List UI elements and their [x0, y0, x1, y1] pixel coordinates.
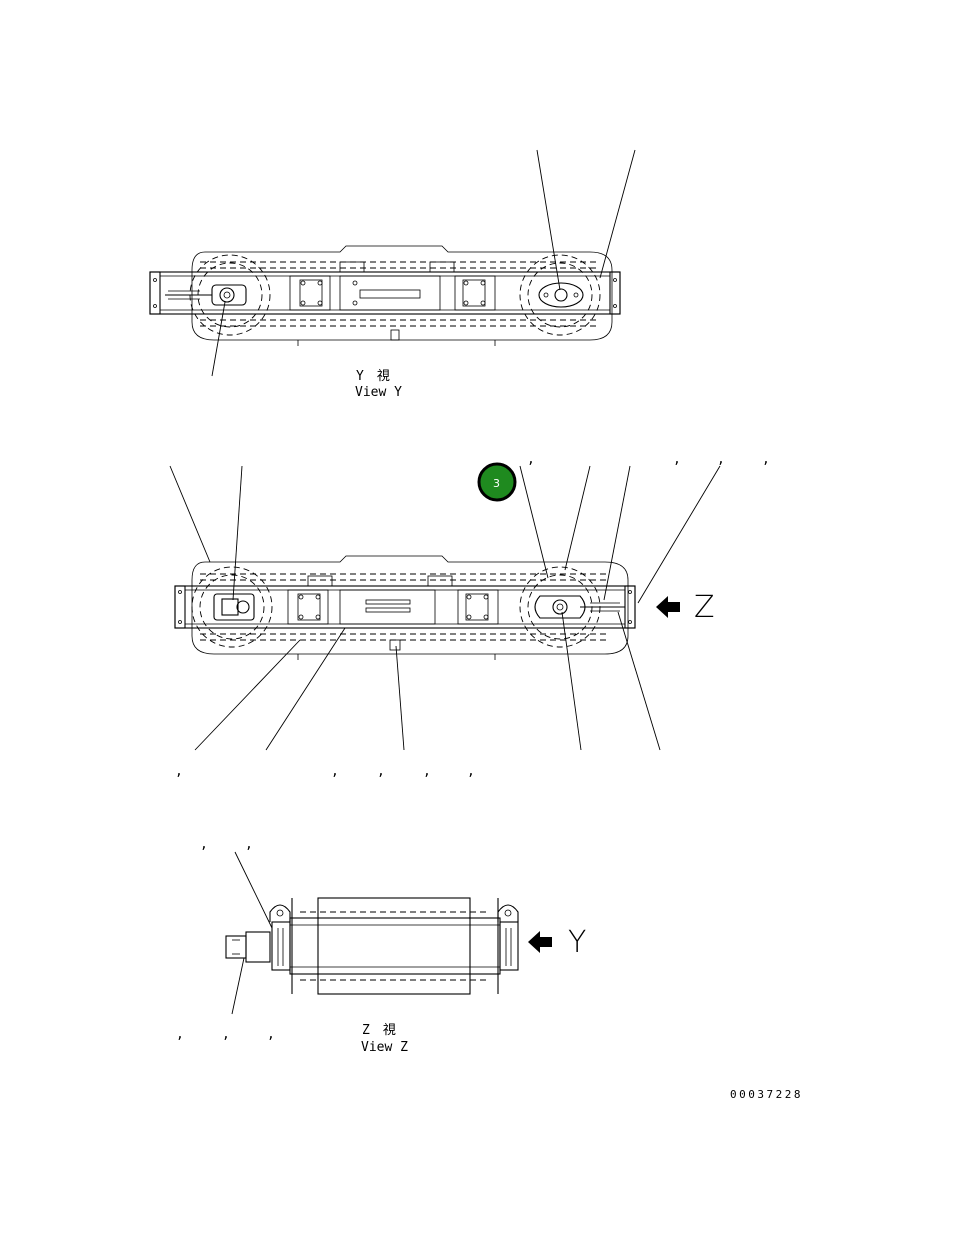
arrow-z-icon	[656, 596, 680, 618]
label-separators-mid-top: , , , ,	[527, 452, 770, 467]
label-separators-mid-bottom: , , , , ,	[175, 764, 475, 779]
svg-text:,: ,	[176, 1027, 184, 1042]
drawing-number: 00037228	[730, 1088, 803, 1101]
svg-text:,: ,	[175, 764, 183, 779]
arrow-z-label: Z	[694, 590, 715, 625]
arrow-y-label: Y	[568, 925, 586, 960]
view-z-title-jp: Z 視	[362, 1023, 396, 1038]
svg-text:,: ,	[717, 452, 725, 467]
svg-text:,: ,	[267, 1027, 275, 1042]
arrow-y-icon	[528, 931, 552, 953]
svg-text:,: ,	[331, 764, 339, 779]
svg-text:,: ,	[467, 764, 475, 779]
svg-text:,: ,	[222, 1027, 230, 1042]
svg-text:,: ,	[527, 452, 535, 467]
label-separators-bottom: , , , , ,	[176, 837, 275, 1042]
svg-text:,: ,	[245, 837, 253, 852]
view-z-assembly	[225, 851, 552, 1015]
svg-text:,: ,	[423, 764, 431, 779]
svg-text:,: ,	[762, 452, 770, 467]
callout-badge: 3	[477, 462, 517, 502]
view-y-title-jp: Y 視	[356, 369, 390, 384]
middle-assembly	[169, 465, 721, 751]
view-y-title-en: View Y	[355, 385, 402, 400]
svg-text:,: ,	[200, 837, 208, 852]
svg-text:,: ,	[377, 764, 385, 779]
callout-badge-number: 3	[493, 477, 500, 490]
view-z-title-en: View Z	[361, 1040, 408, 1055]
svg-text:,: ,	[673, 452, 681, 467]
view-y-assembly	[149, 149, 636, 377]
